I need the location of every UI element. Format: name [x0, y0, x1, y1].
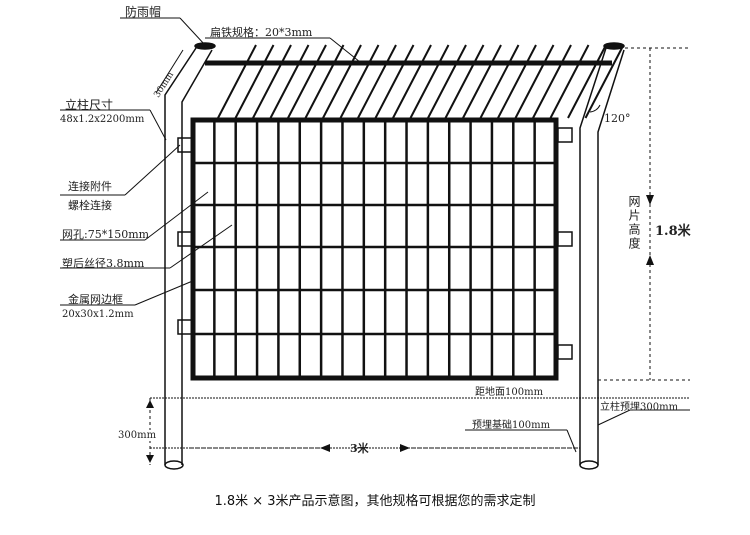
top-diagonal-bar: [234, 44, 275, 119]
bolt-label: 螺栓连接: [68, 199, 112, 212]
caption: 1.8米 × 3米产品示意图，其他规格可根据您的需求定制: [214, 494, 536, 509]
rain-cap-label: 防雨帽: [125, 5, 162, 19]
top-diagonal-bar: [567, 44, 607, 119]
top-diagonal-bar: [479, 44, 520, 119]
right-post: [557, 42, 625, 470]
top-diagonal-bar: [252, 44, 292, 119]
top-diagonal-bar: [287, 44, 327, 119]
right-rain-cap: [603, 42, 625, 50]
top-diagonal-bar: [304, 44, 345, 119]
top-diagonal-bar: [532, 44, 572, 119]
top-diagonal-bar: [462, 44, 502, 119]
mesh-height-label: 网片高度: [626, 195, 643, 251]
left-post: [164, 42, 216, 470]
width-value: 3米: [350, 442, 369, 455]
top-diagonal-bar: [374, 44, 415, 119]
top-diagonal-bar: [584, 44, 625, 119]
mesh-height-value: 1.8米: [655, 220, 691, 239]
top-diagonal-bar: [497, 44, 537, 119]
top-diagonal-bar: [392, 44, 432, 119]
top-diagonal-bar: [269, 44, 310, 119]
top-diagonal-bar: [322, 44, 362, 119]
top-diagonal-bar: [357, 44, 397, 119]
mesh-panel: [193, 120, 556, 378]
top-diagonal-bar: [339, 44, 380, 119]
angle-label: 120°: [604, 112, 631, 125]
mesh-hole-label: 网孔:75*150mm: [62, 228, 150, 241]
top-diagonal-bar: [217, 44, 257, 119]
wire-diameter-label: 塑后丝径3.8mm: [62, 257, 145, 270]
mesh-frame: [190, 117, 559, 381]
post-size-title: 立柱尺寸: [65, 98, 114, 112]
frame-title: 金属网边框: [68, 293, 123, 306]
top-diagonal-bar: [549, 44, 590, 119]
top-diagonal-bar: [409, 44, 450, 119]
frame-value: 20x30x1.2mm: [62, 309, 134, 320]
post-size-value: 48x1.2x2200mm: [60, 114, 145, 125]
ground-gap-label: 距地面100mm: [475, 387, 544, 398]
post-embed-label: 立柱预埋300mm: [600, 402, 679, 413]
embed-depth-label: 300mm: [118, 430, 157, 441]
connector-label: 连接附件: [68, 180, 112, 193]
flat-iron-label: 扁铁规格：20*3mm: [210, 26, 313, 39]
top-diagonal-bars: [217, 44, 625, 119]
top-diagonal-bar: [514, 44, 555, 119]
left-rain-cap: [194, 42, 216, 50]
foundation-label: 预埋基础100mm: [472, 420, 551, 431]
top-diagonal-bar: [427, 44, 467, 119]
top-diagonal-bar: [444, 44, 485, 119]
